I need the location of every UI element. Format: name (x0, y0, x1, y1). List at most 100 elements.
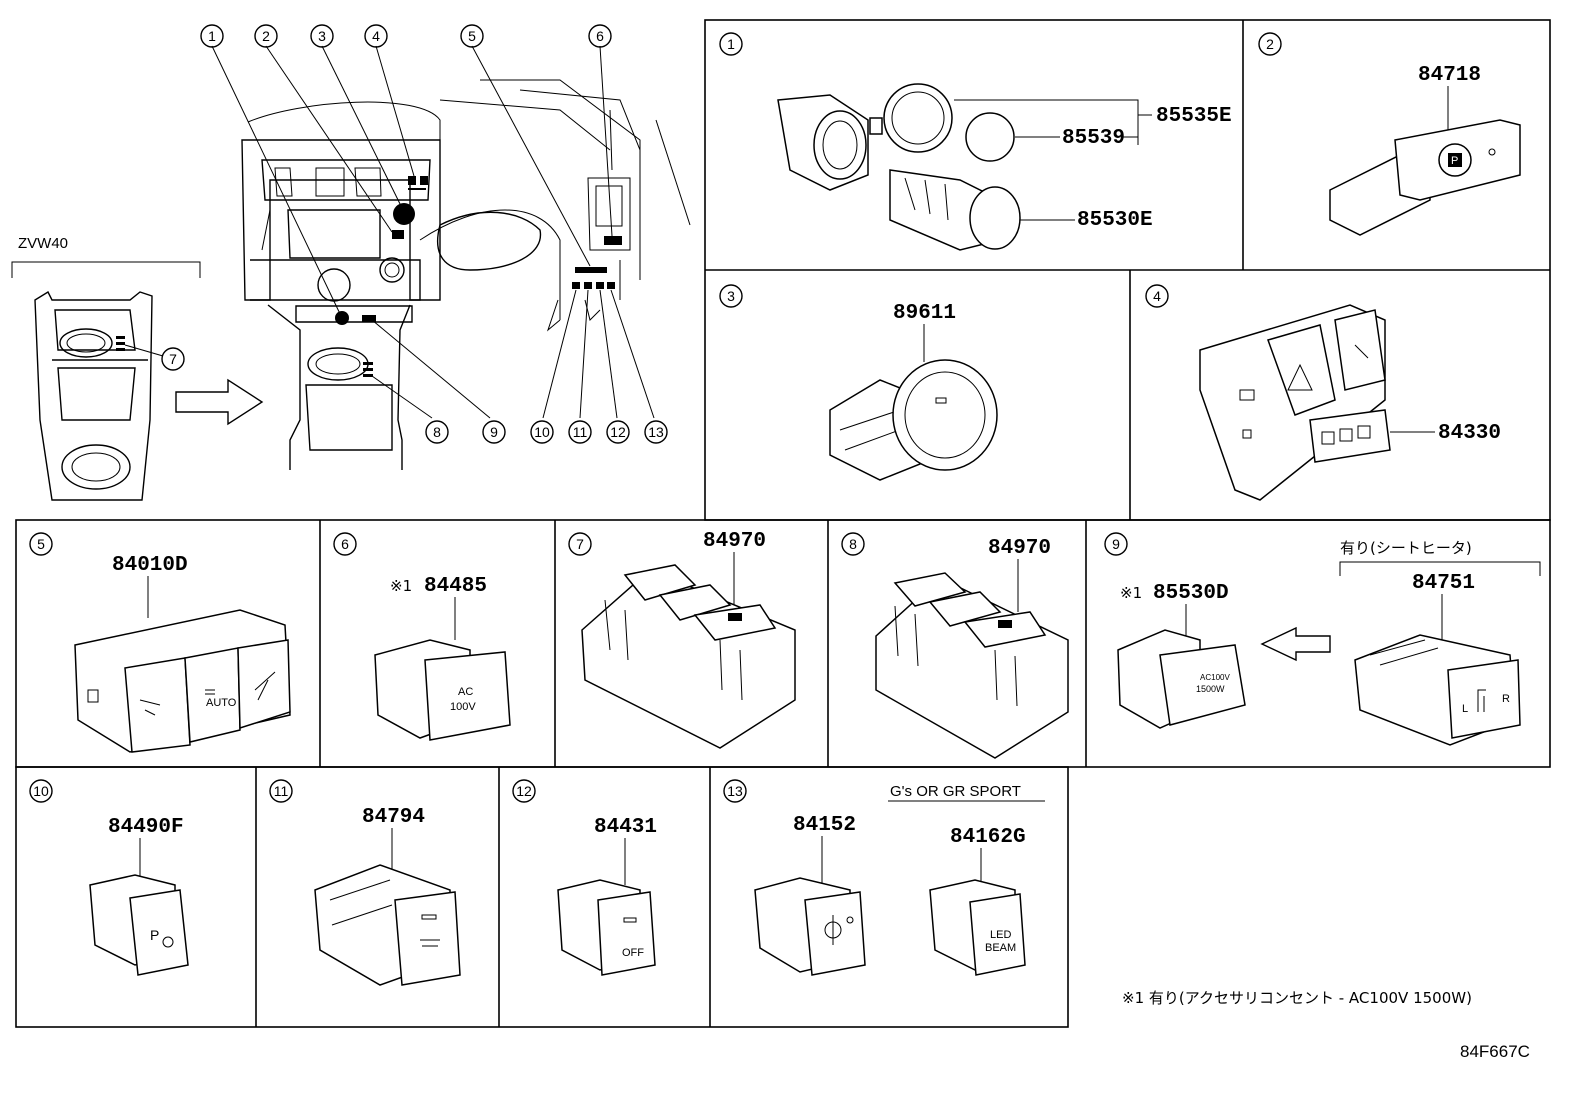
outlet-switch-drawing: AC100V 1500W (1117, 629, 1246, 729)
panel-5: 5 84010D AUTO (29, 532, 291, 753)
outlet-label-1: AC100V (1200, 673, 1230, 682)
ac-outlet-switch-drawing: AC 100V (374, 639, 511, 741)
svg-text:9: 9 (490, 424, 498, 440)
zvw40-console-drawing (34, 291, 164, 501)
part-84490f: 84490F (108, 816, 184, 839)
hazard-switch-drawing (1199, 304, 1391, 501)
panel-13: 13 G's OR GR SPORT 84152 84162G LED BEAM (723, 779, 1045, 976)
svg-text:6: 6 (596, 28, 604, 44)
seat-switch-drawing-b (875, 572, 1069, 759)
panel-4: 4 84330 (1145, 284, 1501, 501)
p-sensor-label: P (150, 927, 159, 943)
svg-text:1: 1 (208, 28, 216, 44)
panel-8: 8 84970 (841, 532, 1069, 759)
model-bracket (11, 261, 201, 278)
parking-assist-switch-drawing: P (89, 874, 189, 976)
svg-text:11: 11 (573, 424, 588, 440)
part-84330: 84330 (1438, 422, 1501, 445)
callout-5: 5 (460, 24, 484, 48)
svg-text:2: 2 (262, 28, 270, 44)
callout-1: 1 (200, 24, 224, 48)
panel-10: 10 84490F P (29, 779, 189, 976)
panel-11: 11 84794 (269, 779, 461, 986)
svg-text:3: 3 (318, 28, 326, 44)
panel-1: 1 85535E 85539 85530E (719, 32, 1232, 251)
ac-label-2: 100V (450, 701, 476, 713)
power-switch-drawing (829, 359, 998, 481)
part-84794: 84794 (362, 806, 425, 829)
svg-text:7: 7 (169, 351, 177, 367)
seat-heater-option-label: 有り(シートヒータ) (1340, 539, 1472, 557)
svg-text:7: 7 (576, 536, 584, 552)
part-84751: 84751 (1412, 572, 1475, 595)
part-84485: 84485 (424, 575, 487, 598)
callout-2: 2 (254, 24, 278, 48)
panel-12: 12 84431 OFF (512, 779, 657, 976)
dashboard-overview: ZVW40 (11, 24, 691, 501)
callout-10: 10 (530, 420, 554, 444)
ac-label-1: AC (458, 686, 473, 698)
svg-text:10: 10 (33, 783, 49, 799)
svg-text:12: 12 (610, 424, 626, 440)
callout-11: 11 (568, 420, 592, 444)
callout-7: 7 (161, 347, 185, 371)
svg-text:4: 4 (372, 28, 380, 44)
svg-text:11: 11 (274, 783, 289, 799)
svg-text:10: 10 (534, 424, 550, 440)
gr-sport-option-label: G's OR GR SPORT (890, 783, 1021, 800)
off-switch-drawing: OFF (557, 879, 656, 976)
led-label-1: LED (990, 929, 1011, 941)
svg-text:4: 4 (1153, 288, 1161, 304)
seat-right-label: R (1502, 693, 1510, 705)
part-85539: 85539 (1062, 127, 1125, 150)
svg-text:3: 3 (727, 288, 735, 304)
arrow-left-icon (1260, 626, 1331, 662)
callout-12: 12 (606, 420, 630, 444)
panel-9: 9 有り(シートヒータ) ※1 85530D AC100V 1500W 8475… (1104, 532, 1541, 746)
part-84162g: 84162G (950, 826, 1026, 849)
overview-leaders (211, 45, 655, 419)
svg-text:9: 9 (1112, 536, 1120, 552)
footnote: ※1 有り(アクセサリコンセント - AC100V 1500W) (1122, 989, 1472, 1007)
note-mark-6: ※1 (390, 577, 412, 595)
svg-text:6: 6 (341, 536, 349, 552)
note-mark-9: ※1 (1120, 584, 1142, 602)
dashboard-drawing (241, 79, 691, 470)
outlet-label-2: 1500W (1196, 684, 1225, 694)
off-label: OFF (622, 947, 644, 959)
part-85535e: 85535E (1156, 105, 1232, 128)
led-beam-switch-drawing: LED BEAM (929, 879, 1026, 976)
svg-text:8: 8 (433, 424, 441, 440)
panel-2: 2 84718 P (1258, 32, 1521, 236)
headlamp-leveling-switch-drawing (754, 877, 866, 976)
svg-text:1: 1 (727, 36, 735, 52)
p-icon: P (1451, 155, 1458, 167)
park-switch-drawing: P (1329, 119, 1521, 236)
switch-panel-drawing: AUTO (74, 609, 291, 753)
auto-label: AUTO (206, 697, 237, 709)
seat-switch-drawing-a (581, 564, 796, 749)
part-85530d: 85530D (1153, 582, 1229, 605)
option-bracket-9 (1339, 561, 1541, 576)
arrow-icon (175, 378, 264, 426)
svg-text:5: 5 (37, 536, 45, 552)
led-label-2: BEAM (985, 942, 1016, 954)
part-89611: 89611 (893, 302, 956, 325)
svg-text:8: 8 (849, 536, 857, 552)
leader-1 (954, 99, 1152, 145)
callout-6: 6 (588, 24, 612, 48)
panel-3: 3 89611 (719, 284, 998, 481)
panel-grid (15, 19, 1551, 1028)
part-84970-b: 84970 (988, 537, 1051, 560)
svg-text:2: 2 (1266, 36, 1274, 52)
part-84431: 84431 (594, 816, 657, 839)
svg-text:13: 13 (727, 783, 743, 799)
part-84718: 84718 (1418, 64, 1481, 87)
svg-text:5: 5 (468, 28, 476, 44)
part-84970-a: 84970 (703, 530, 766, 553)
panel-7: 7 84970 (568, 530, 796, 749)
callout-8: 8 (425, 420, 449, 444)
callout-9: 9 (482, 420, 506, 444)
part-85530e: 85530E (1077, 209, 1153, 232)
